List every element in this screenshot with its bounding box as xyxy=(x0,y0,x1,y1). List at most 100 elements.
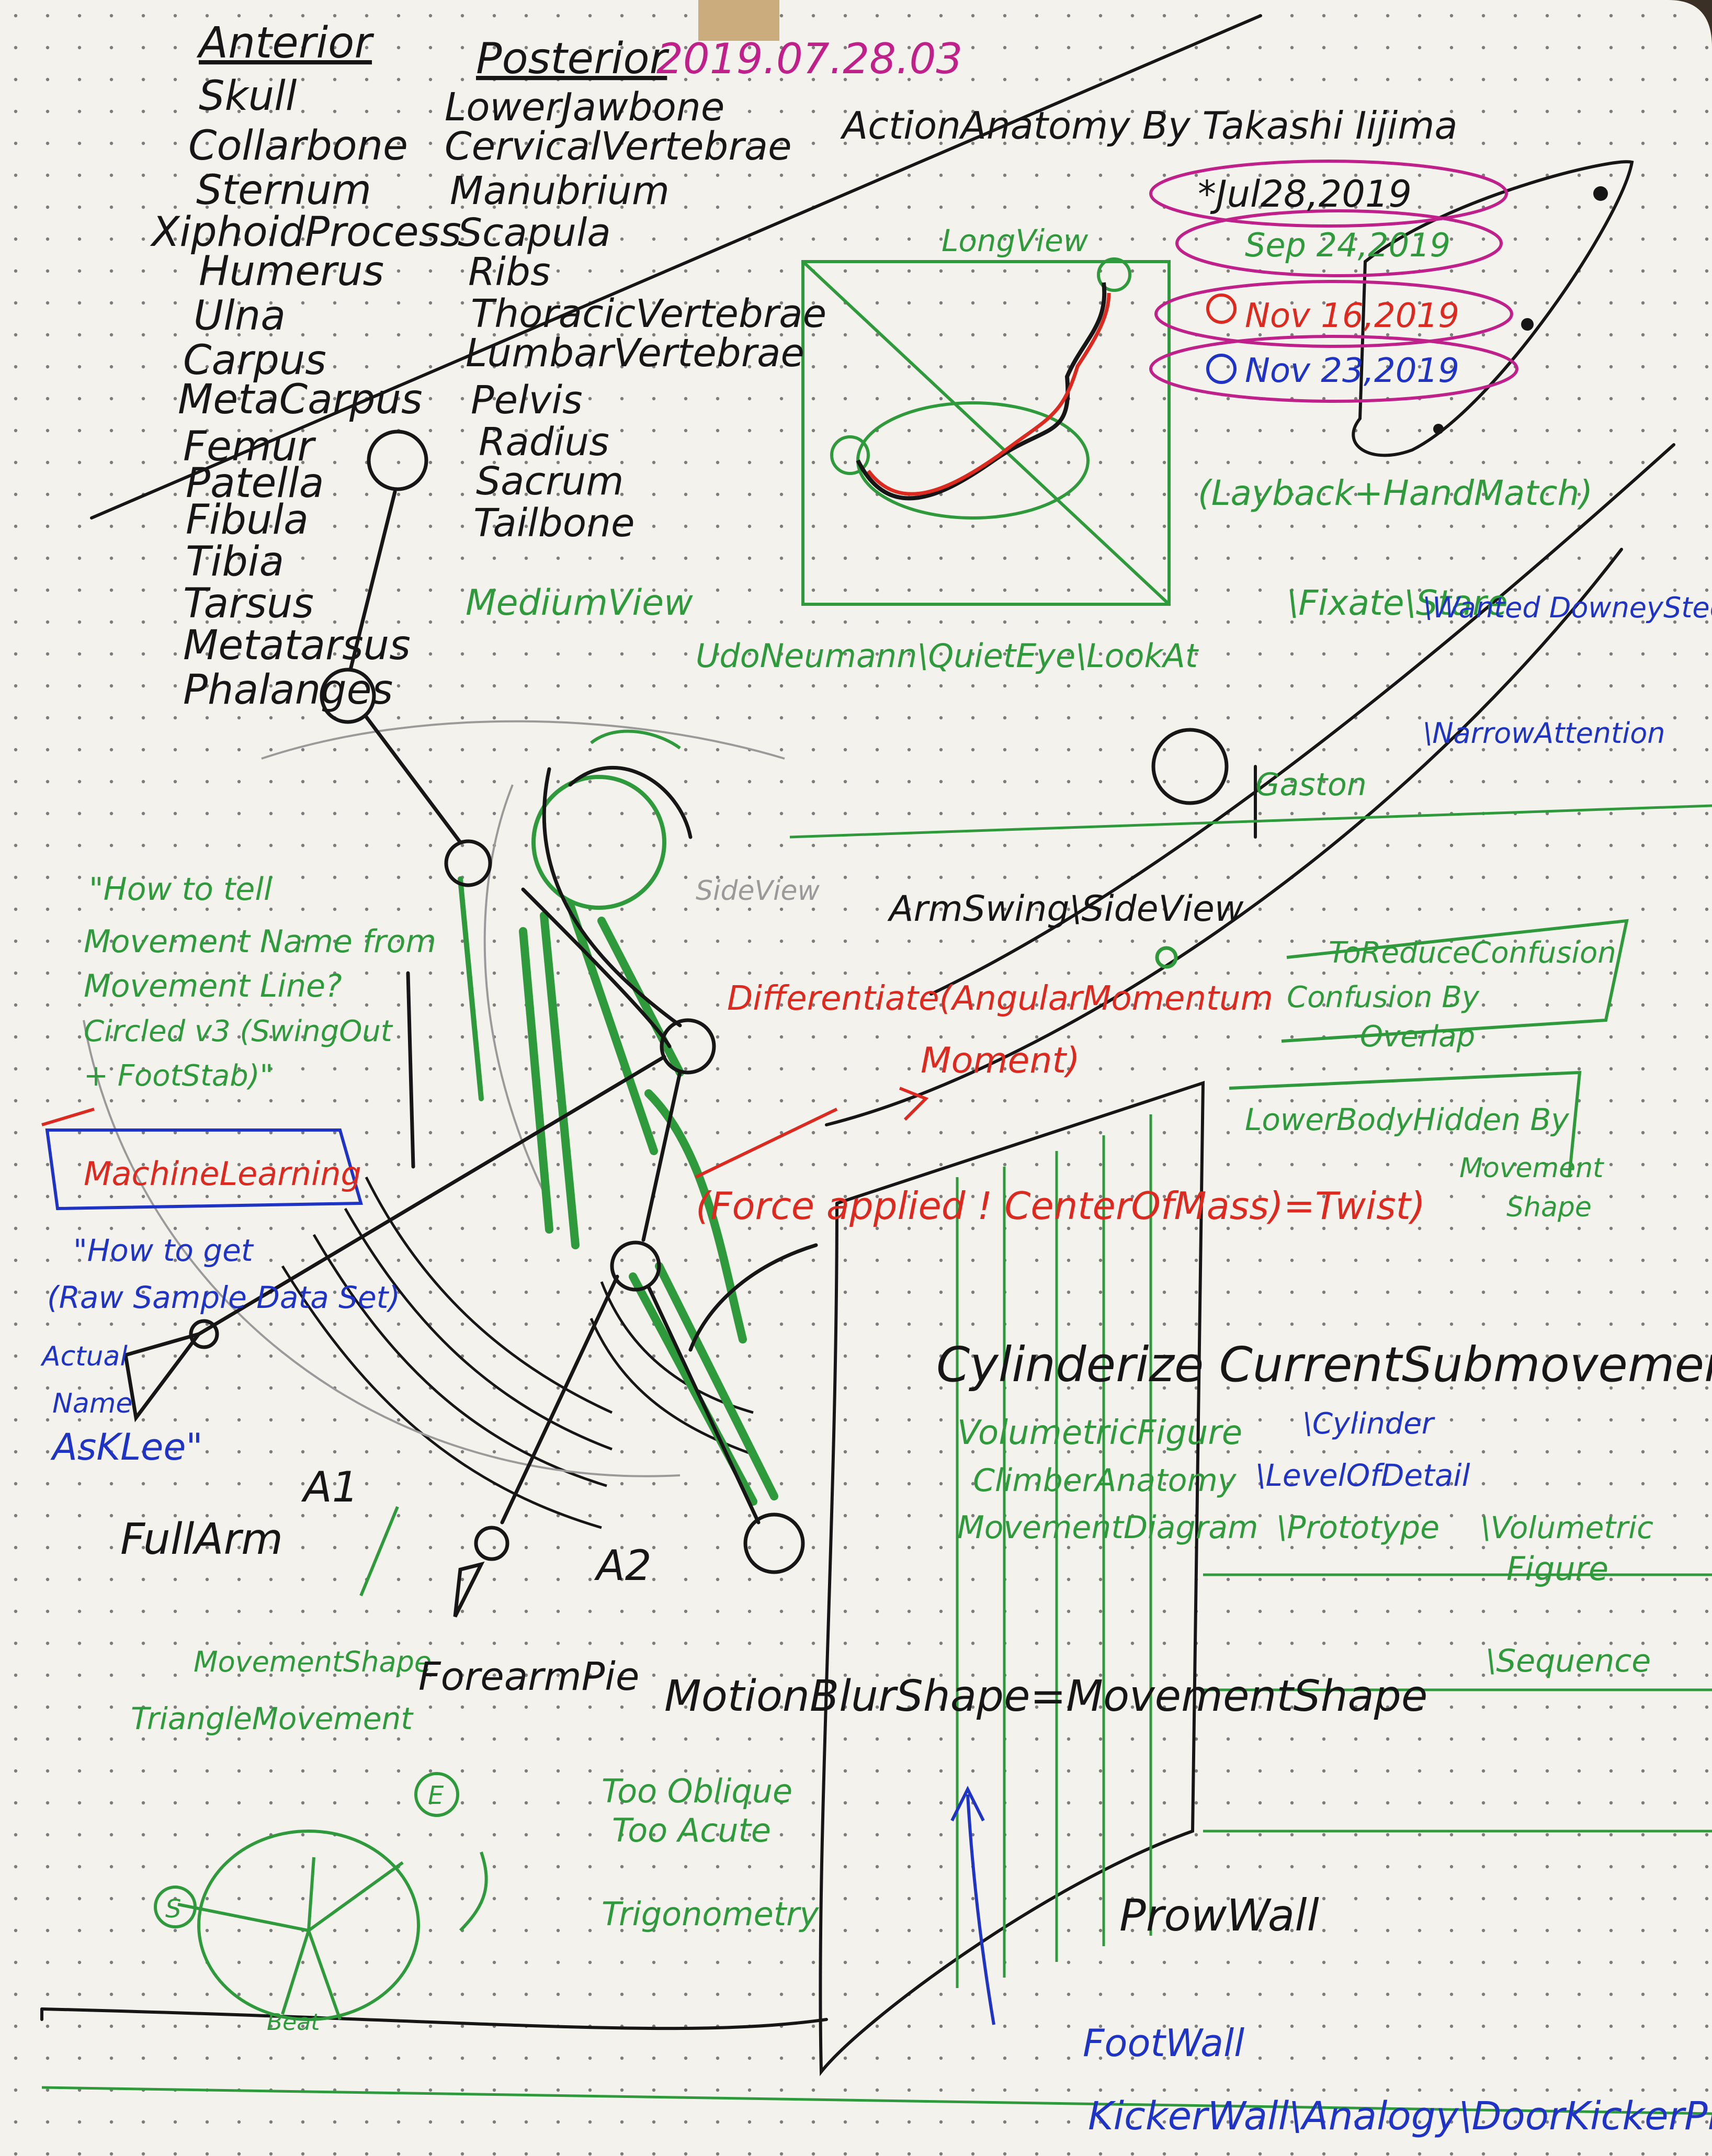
prow-wall-outline xyxy=(819,1080,1205,2076)
curve-arrow xyxy=(688,1243,818,1352)
hold-bolt-dot xyxy=(1593,186,1608,201)
swing-arm-line xyxy=(197,1055,666,1336)
hold-bolt-dot xyxy=(1433,424,1444,434)
figure-arm-fill xyxy=(458,876,484,1101)
masking-tape-shade xyxy=(698,0,779,41)
blue-arrow-head xyxy=(950,1786,985,1822)
figure-head xyxy=(531,775,666,910)
level-of-detail-label: \LevelOfDetail xyxy=(1255,1458,1470,1493)
foot-circle xyxy=(743,1512,805,1574)
bone-item: CervicalVertebrae xyxy=(445,124,792,169)
confusion-label: Confusion By xyxy=(1287,980,1480,1014)
bone-item: Ulna xyxy=(194,292,286,340)
to-reduce-label: ToReduceConfusion xyxy=(1329,936,1616,970)
wrist-circle xyxy=(320,668,376,724)
gaston-hold xyxy=(1151,728,1229,805)
how-to-tell-2: Movement Name from xyxy=(84,923,436,960)
date-jul: *Jul28,2019 xyxy=(1198,173,1412,216)
horizontal-guide xyxy=(789,804,1712,839)
bone-item: LowerJawbone xyxy=(445,85,724,130)
upper-arm-line xyxy=(348,490,397,672)
narrow-label: \NarrowAttention xyxy=(1423,717,1665,750)
bone-item: Radius xyxy=(479,420,609,465)
long-view-label: LongView xyxy=(942,223,1089,258)
blue-arrow xyxy=(966,1794,995,2025)
lower-body-label-2: Movement xyxy=(1459,1153,1604,1184)
red-bullet xyxy=(1206,294,1237,324)
lower-body-label: LowerBodyHidden By xyxy=(1245,1102,1569,1137)
hip-circle xyxy=(660,1018,716,1075)
anterior-list: Skull Collarbone Sternum XiphoidProcess … xyxy=(150,73,461,714)
arm-tip-circle xyxy=(189,1319,219,1349)
bone-item: Femur xyxy=(183,423,316,470)
differentiate-label: Differentiate(AngularMomentum xyxy=(727,979,1273,1018)
figure-torso-fill xyxy=(566,901,658,1155)
arrow-line xyxy=(359,1506,399,1597)
too-acute-label: Too Acute xyxy=(612,1811,771,1849)
diagonal-line xyxy=(90,14,1262,520)
forearm-line xyxy=(364,715,462,844)
date-oval xyxy=(1154,280,1513,348)
anterior-heading: Anterior xyxy=(196,18,374,68)
how-to-tell-3: Movement Line? xyxy=(84,968,342,1004)
footwall-label: FootWall xyxy=(1083,2021,1244,2065)
small-hold xyxy=(1155,946,1178,969)
machine-learning-box xyxy=(45,1128,363,1211)
forearm-pie-label: ForearmPie xyxy=(418,1654,639,1699)
bottom-guide-line xyxy=(41,2086,1712,2115)
force-label: (Force applied ! CenterOfMass)=Twist) xyxy=(696,1184,1425,1228)
shin-line xyxy=(647,1285,761,1525)
hold-circle xyxy=(830,435,870,475)
blue-bullet xyxy=(1206,354,1237,384)
too-oblique-label: Too Oblique xyxy=(602,1772,792,1810)
date-code: 2019.07.28.03 xyxy=(656,35,962,83)
end-marker: E xyxy=(428,1781,444,1810)
head-profile xyxy=(568,765,693,839)
medium-view-label: MediumView xyxy=(466,582,693,624)
bone-item: LumbarVertebrae xyxy=(466,331,804,376)
cylinderize-label: Cylinderize CurrentSubmovement xyxy=(936,1337,1712,1393)
moment-label: Moment) xyxy=(921,1040,1080,1081)
date-oval xyxy=(1175,209,1503,277)
shin-line xyxy=(500,1274,619,1525)
climber-anatomy-label: ClimberAnatomy xyxy=(973,1462,1237,1499)
bone-item: XiphoidProcess xyxy=(150,209,461,256)
posterior-list: LowerJawbone CervicalVertebrae Manubrium… xyxy=(445,85,826,546)
torso-line xyxy=(542,767,682,1028)
bone-item: Fibula xyxy=(186,496,309,544)
other-foot-circle xyxy=(474,1526,509,1561)
figure-stick xyxy=(123,430,1229,1618)
pencil-arc xyxy=(483,784,550,1204)
route-line-black xyxy=(856,282,1107,501)
red-arrow-head xyxy=(899,1087,929,1121)
side-view-pencil: SideView xyxy=(696,875,820,907)
notebook-title: ActionAnatomy By Takashi Iijima xyxy=(840,104,1457,148)
movement-diagram-label: MovementDiagram xyxy=(957,1509,1258,1546)
masking-tape xyxy=(698,0,779,41)
pencil-arcs xyxy=(83,720,785,1477)
bone-item: MetaCarpus xyxy=(178,376,423,423)
volumetric-2-label: \Volumetric xyxy=(1480,1510,1653,1545)
bone-item: Scapula xyxy=(458,210,611,255)
trigonometry-label: Trigonometry xyxy=(602,1895,820,1933)
figure-green-body xyxy=(458,775,778,1506)
bone-item: Carpus xyxy=(183,337,326,384)
bone-item: Skull xyxy=(199,73,297,120)
layback-label: (Layback+HandMatch) xyxy=(1198,473,1593,513)
cylinder-label: \Cylinder xyxy=(1302,1407,1435,1441)
bone-item: Sternum xyxy=(196,167,371,214)
date-sep: Sep 24,2019 xyxy=(1245,226,1450,264)
how-to-get-1: "How to get xyxy=(73,1233,254,1268)
date-ovals xyxy=(1149,160,1518,403)
start-circle xyxy=(154,1886,197,1928)
pencil-arc xyxy=(261,720,785,760)
pie-line xyxy=(307,1857,315,1931)
hold-circle xyxy=(1097,257,1131,292)
long-view-frame xyxy=(801,260,1171,606)
date-oval xyxy=(1149,335,1518,403)
prow-wall-label: ProwWall xyxy=(1119,1890,1319,1941)
figure-torso-fill xyxy=(540,911,580,1249)
lower-body-label-3: Shape xyxy=(1506,1192,1592,1223)
hanging-arm xyxy=(406,971,415,1169)
